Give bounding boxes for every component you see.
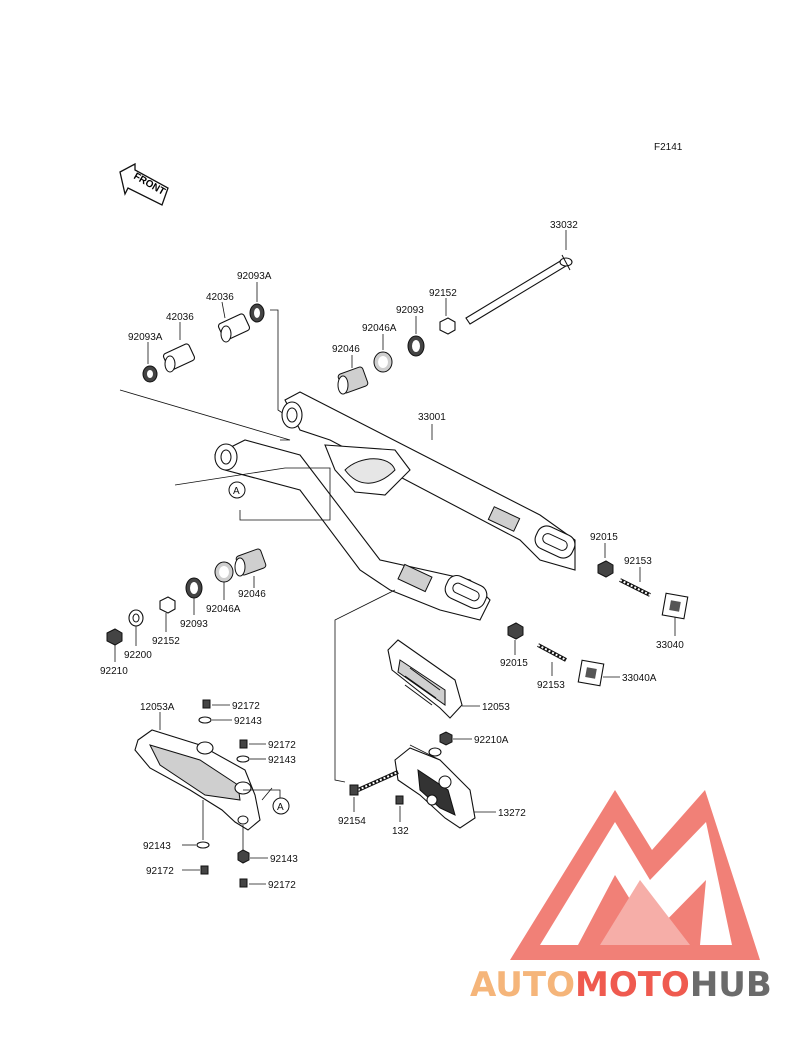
watermark-logo-icon	[510, 790, 760, 960]
seal-92093A-left	[142, 342, 158, 383]
swingarm	[214, 391, 576, 621]
seal-92093-top	[407, 316, 425, 357]
label-92210A: 92210A	[474, 735, 509, 746]
label-92046A-top: 92046A	[362, 323, 397, 334]
nut-92015-mid	[507, 622, 524, 655]
washer-92143-b	[236, 755, 266, 763]
label-92143-b: 92143	[268, 755, 296, 766]
label-92172-c: 92172	[146, 866, 174, 877]
label-92153-mid: 92153	[537, 680, 565, 691]
pivot-shaft	[465, 254, 573, 325]
label-33040A: 33040A	[622, 673, 657, 684]
bolt-92153-mid	[537, 643, 567, 676]
nut-92152-top	[439, 298, 456, 335]
bolt-92172-b	[239, 739, 266, 749]
chain-slider	[387, 639, 463, 719]
watermark-hub: HUB	[690, 965, 772, 1005]
label-92015-mid: 92015	[500, 658, 528, 669]
label-33001: 33001	[418, 412, 446, 423]
washer-92143-c	[182, 800, 210, 849]
collar-92046A-bottom	[214, 561, 234, 600]
screw-132	[395, 795, 404, 822]
label-33040: 33040	[656, 640, 684, 651]
watermark-text: AUTOMOTOHUB	[470, 965, 772, 1005]
chain-guide-arm	[134, 729, 261, 831]
label-92046-bottom: 92046	[238, 589, 266, 600]
nut-92210	[106, 628, 123, 662]
label-92172-a: 92172	[232, 701, 260, 712]
label-42036-top: 42036	[206, 292, 234, 303]
watermark-moto: MOTO	[575, 965, 690, 1005]
bolt-92154	[349, 770, 399, 812]
label-92046A-bottom: 92046A	[206, 604, 241, 615]
nut-92015-right	[597, 543, 614, 578]
washer-92143-a	[198, 716, 232, 724]
nut-92210A	[439, 731, 472, 746]
label-33032: 33032	[550, 220, 578, 231]
chain-guide	[394, 747, 476, 829]
label-92093A-top: 92093A	[237, 271, 272, 282]
nut-92152-bottom	[159, 596, 176, 632]
label-92172-d: 92172	[268, 880, 296, 891]
label-92152-top: 92152	[429, 288, 457, 299]
washer-92200	[128, 609, 144, 646]
adjuster-33040A	[577, 659, 620, 687]
collar-92046A-top	[373, 334, 393, 373]
label-42036-left: 42036	[166, 312, 194, 323]
label-92046-top: 92046	[332, 344, 360, 355]
callout-a-bottom: A	[277, 802, 284, 813]
label-92093A-left: 92093A	[128, 332, 163, 343]
label-12053: 12053	[482, 702, 510, 713]
label-92093-bottom: 92093	[180, 619, 208, 630]
label-92172-b: 92172	[268, 740, 296, 751]
label-92210: 92210	[100, 666, 128, 677]
watermark-auto: AUTO	[470, 965, 575, 1005]
diagram-code: F2141	[654, 142, 683, 153]
label-92152-bottom: 92152	[152, 636, 180, 647]
label-92143-a: 92143	[234, 716, 262, 727]
label-92153-right: 92153	[624, 556, 652, 567]
label-12053A: 12053A	[140, 702, 175, 713]
bolt-92153-right	[619, 567, 651, 597]
label-92200: 92200	[124, 650, 152, 661]
bolt-92172-d	[239, 878, 266, 888]
bolt-92172-c	[182, 865, 209, 875]
sleeve-42036-left	[162, 322, 196, 373]
seal-92093A-top	[249, 282, 265, 323]
label-13272: 13272	[498, 808, 526, 819]
washer-92143-d	[237, 825, 268, 864]
front-arrow-icon: FRONT	[119, 162, 169, 206]
label-132: 132	[392, 826, 409, 837]
label-92154: 92154	[338, 816, 366, 827]
bolt-92172-a	[202, 699, 230, 709]
needle-bearing-92046-top	[337, 355, 369, 395]
label-92093-top: 92093	[396, 305, 424, 316]
label-92143-d: 92143	[270, 854, 298, 865]
seal-92093-bottom	[185, 577, 203, 615]
label-92015-right: 92015	[590, 532, 618, 543]
sleeve-42036-top	[217, 301, 251, 343]
label-92143-c: 92143	[143, 841, 171, 852]
callout-a-top: A	[233, 486, 240, 497]
adjuster-33040	[661, 592, 689, 636]
needle-bearing-92046-bottom	[234, 548, 267, 588]
